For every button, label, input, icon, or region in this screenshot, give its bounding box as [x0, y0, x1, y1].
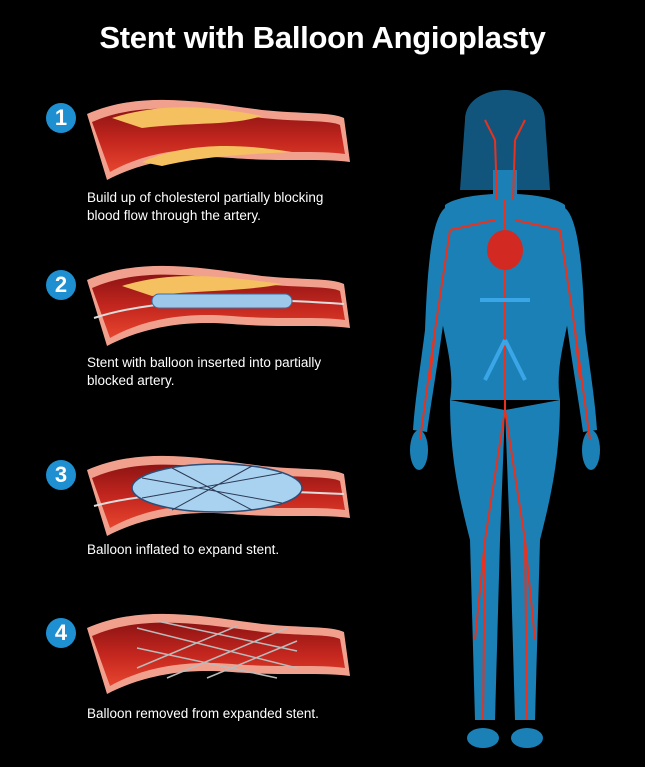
step-1-caption-line-1: Build up of cholesterol partially blocki…	[87, 190, 324, 205]
step-2-caption-line-2: blocked artery.	[87, 373, 175, 388]
step-4-caption-line-1: Balloon removed from expanded stent.	[87, 706, 319, 721]
human-body-circulatory-illustration	[410, 90, 600, 748]
step-3-caption: Balloon inflated to expand stent.	[87, 541, 279, 559]
step-3-caption-line-1: Balloon inflated to expand stent.	[87, 542, 280, 557]
step-1-caption: Build up of cholesterol partially blocki…	[87, 189, 323, 225]
step-2-badge: 2	[46, 270, 76, 300]
heart-icon	[487, 230, 523, 270]
step-4-caption: Balloon removed from expanded stent.	[87, 705, 319, 723]
step-4-badge: 4	[46, 618, 76, 648]
step-2-caption: Stent with balloon inserted into partial…	[87, 354, 321, 390]
artery-plaque-illustration	[87, 99, 350, 180]
artery-expanded-stent-illustration	[87, 613, 350, 694]
artery-balloon-inflated-illustration	[87, 455, 350, 536]
step-2-caption-line-1: Stent with balloon inserted into partial…	[87, 355, 322, 370]
step-1-badge: 1	[46, 103, 76, 133]
artery-stent-inserted-illustration	[87, 265, 350, 346]
step-1-caption-line-2: blood flow through the artery.	[87, 208, 261, 223]
step-3-badge: 3	[46, 460, 76, 490]
page-title: Stent with Balloon Angioplasty	[99, 20, 546, 55]
